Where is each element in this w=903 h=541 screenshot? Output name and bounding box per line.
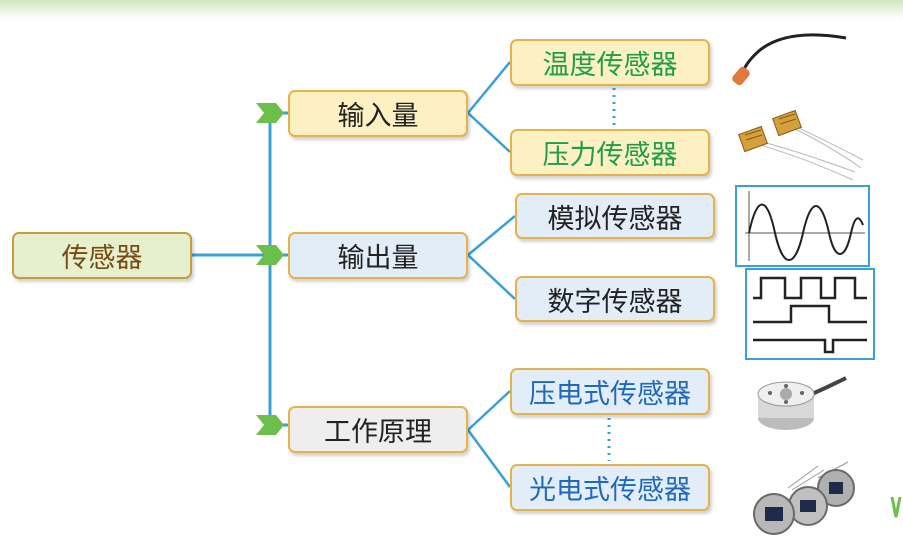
top-decorative-bar <box>0 0 903 18</box>
category-label: 工作原理 <box>324 417 432 448</box>
leaf-node-pressure-sensor: 压力传感器 <box>510 129 710 176</box>
leaf-node-piezoelectric-sensor: 压电式传感器 <box>510 368 710 415</box>
leaf-label: 压电式传感器 <box>529 379 691 410</box>
leaf-node-digital-sensor: 数字传感器 <box>515 276 715 322</box>
leaf-label: 压力传感器 <box>542 140 678 171</box>
category-node-principle: 工作原理 <box>288 406 468 453</box>
leaf-node-temperature-sensor: 温度传感器 <box>510 39 710 86</box>
leaf-label: 数字传感器 <box>547 286 683 318</box>
digital-square-wave-image <box>745 268 875 360</box>
leaf-label: 模拟传感器 <box>547 203 683 235</box>
leaf-node-analog-sensor: 模拟传感器 <box>515 193 715 239</box>
category-label: 输入量 <box>337 101 419 132</box>
category-node-input: 输入量 <box>288 90 468 137</box>
photoelectric-sensor-image <box>753 461 855 535</box>
analog-sine-wave-image <box>735 185 870 267</box>
leaf-node-photoelectric-sensor: 光电式传感器 <box>510 464 710 511</box>
root-node-sensor: 传感器 <box>12 232 192 279</box>
temperature-sensor-probe-image <box>732 33 847 86</box>
strain-gauge-pressure-sensor-image <box>738 110 864 181</box>
leaf-label: 温度传感器 <box>542 50 678 81</box>
root-node-label: 传感器 <box>61 243 143 274</box>
decorative-green-mark <box>890 496 902 518</box>
category-label: 输出量 <box>337 243 419 274</box>
piezoelectric-sensor-image <box>757 376 847 430</box>
leaf-label: 光电式传感器 <box>529 475 691 506</box>
category-node-output: 输出量 <box>288 232 468 279</box>
